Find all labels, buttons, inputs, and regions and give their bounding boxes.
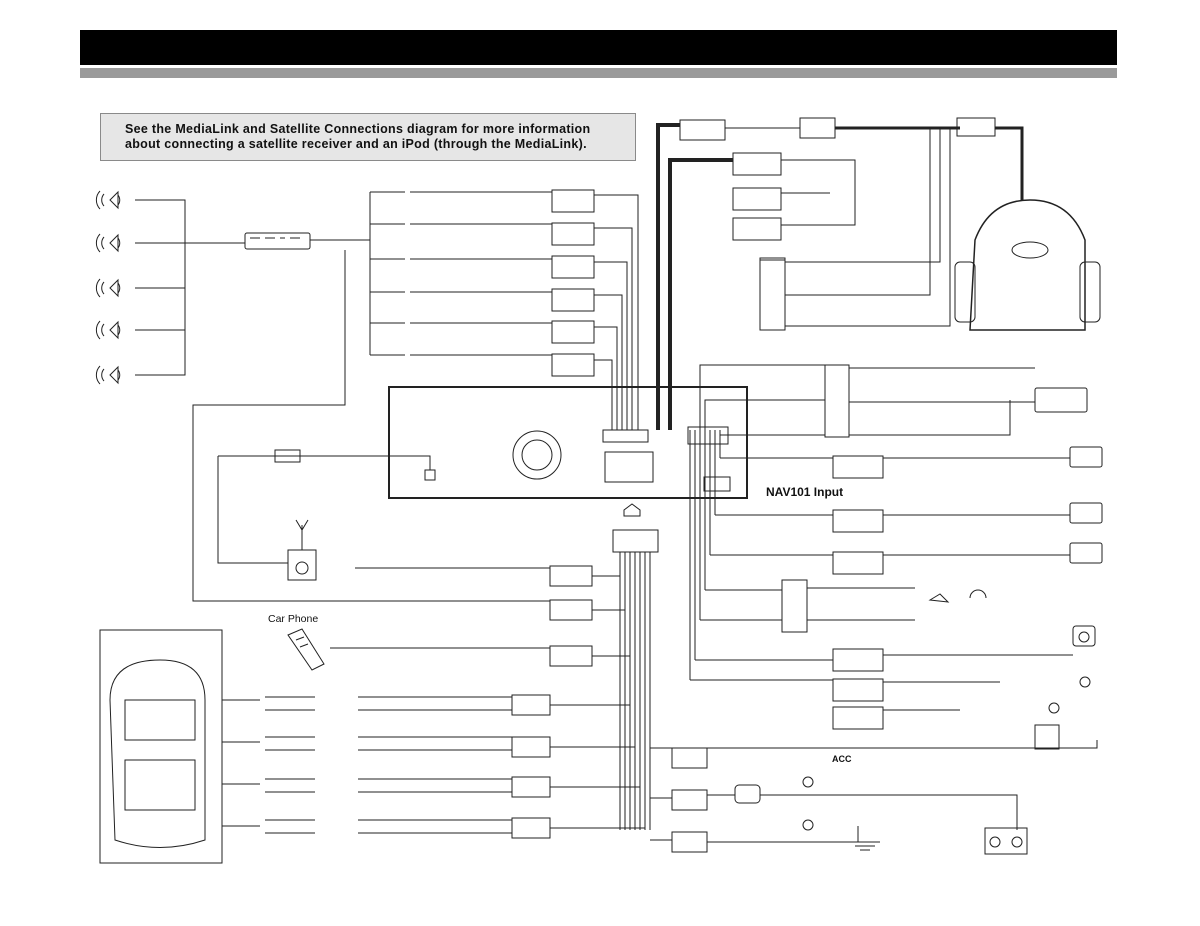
speaker-icons [95, 190, 121, 385]
speaker-icon-2 [95, 233, 121, 253]
medialink-wiring [656, 117, 1024, 430]
speaker-icon-1 [95, 190, 121, 210]
header-bar: JENSEN [80, 30, 1190, 92]
main-harness [355, 529, 659, 839]
note-line-2: about connecting a satellite receiver an… [125, 137, 587, 151]
head-unit [388, 386, 748, 517]
speaker-icon-5 [95, 365, 121, 385]
note-line-1: See the MediaLink and Satellite Connecti… [125, 122, 591, 136]
car-phone-icon [287, 628, 355, 671]
antenna-wiring [192, 250, 431, 602]
speaker-icon-4 [95, 320, 121, 340]
amplifier-icon [244, 232, 311, 250]
rca-outputs [410, 189, 639, 430]
car-icon [99, 629, 260, 864]
satellite-wiring [699, 364, 1088, 438]
car-connectors [265, 696, 315, 834]
medialink-module [954, 199, 1101, 331]
right-harness [689, 430, 1103, 730]
acc-label: ACC [832, 754, 852, 764]
speaker-wires [135, 191, 405, 376]
speaker-icon-3 [95, 278, 121, 298]
brand-logo: JENSEN [1110, 66, 1190, 92]
header-rule [80, 68, 1117, 78]
power-wiring [650, 702, 1098, 855]
info-note: See the MediaLink and Satellite Connecti… [100, 113, 636, 161]
car-phone-label: Car Phone [268, 613, 319, 625]
nav-input-label: NAV101 Input [766, 485, 844, 499]
